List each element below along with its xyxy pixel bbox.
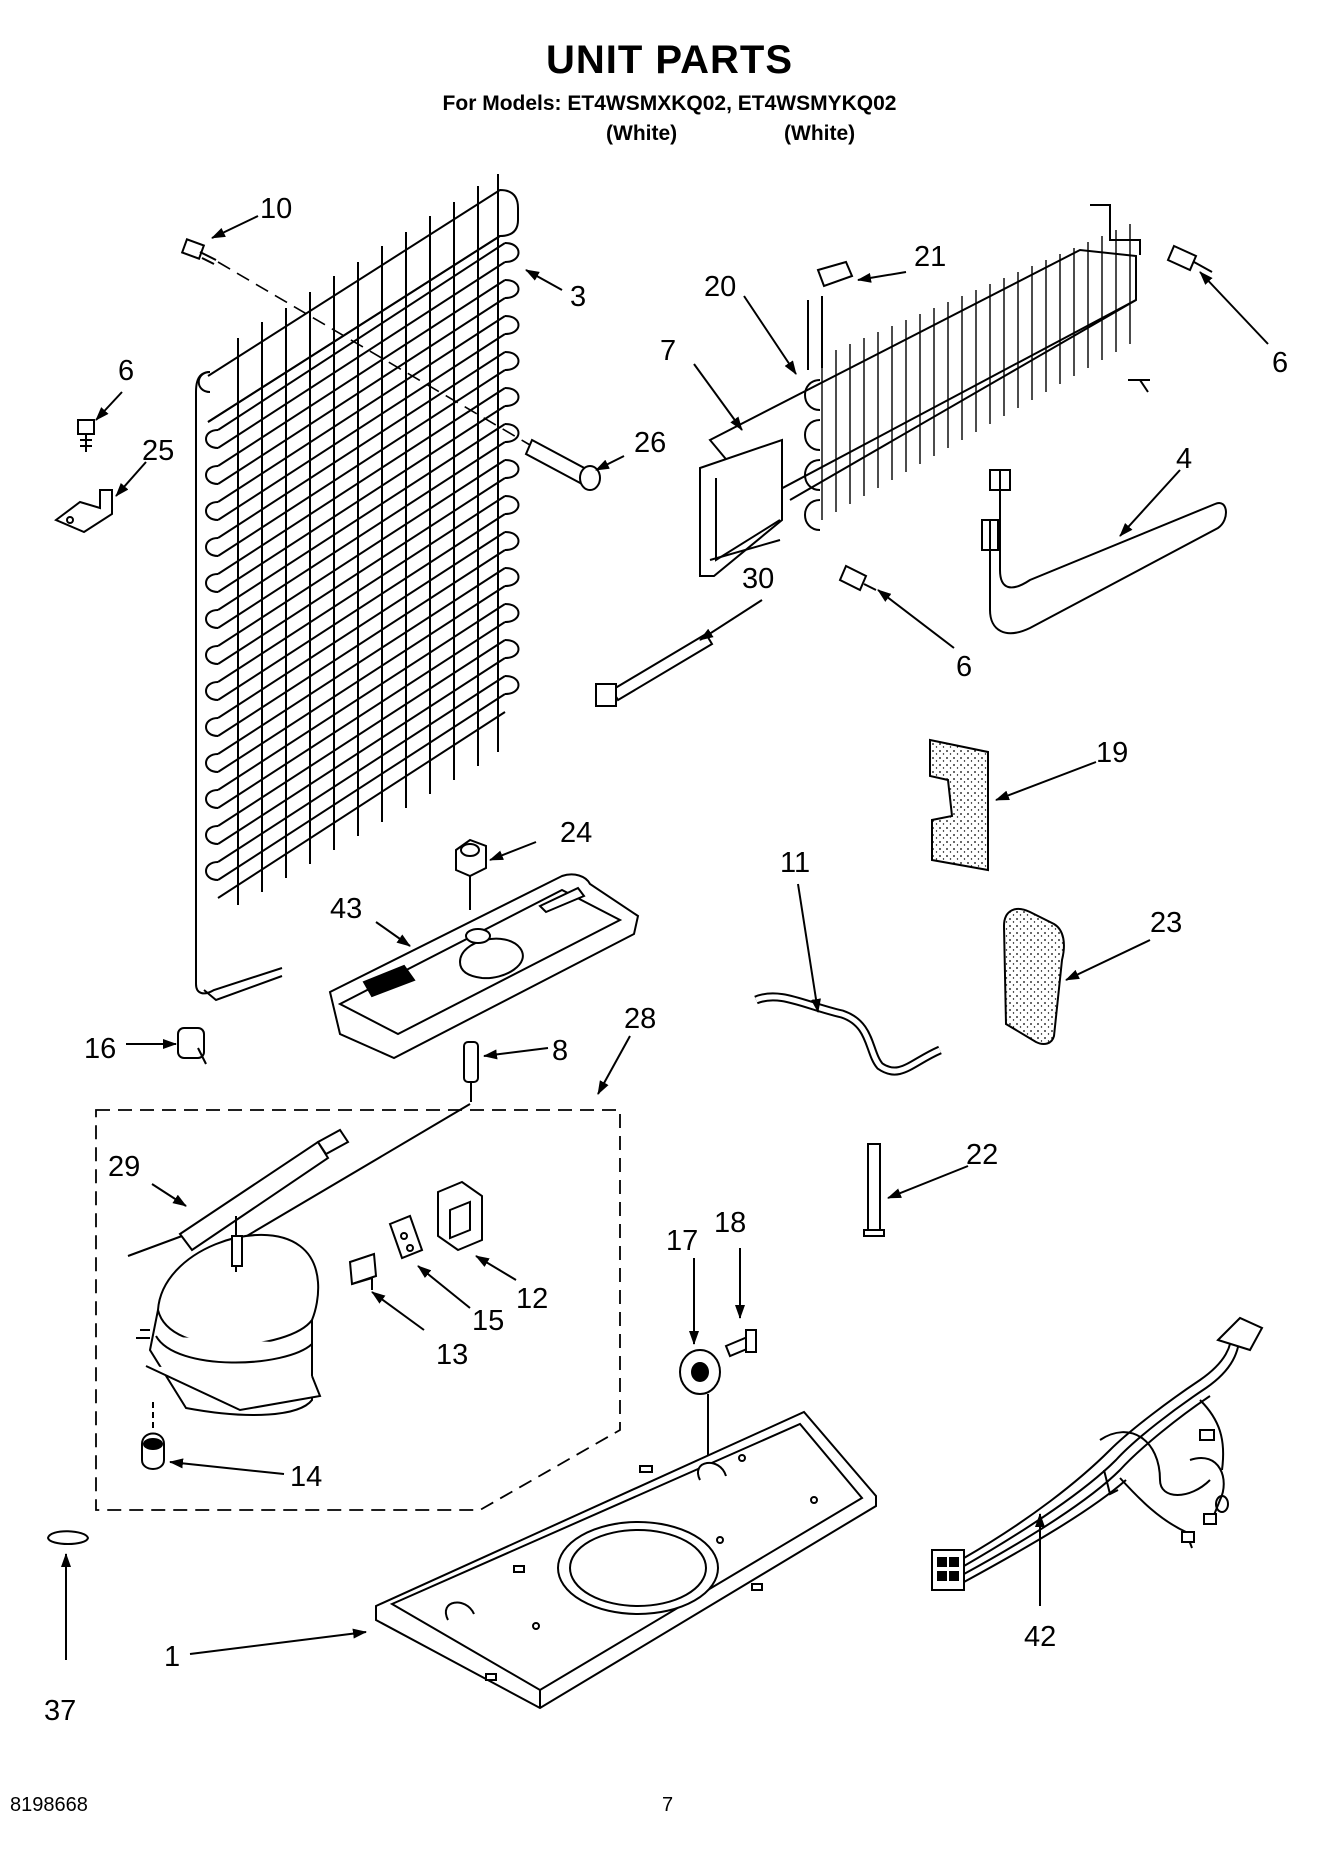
compressor-kit-28-boundary: [95, 1109, 621, 1511]
callout-28: 28: [624, 1003, 656, 1035]
variant-label-1: (White): [606, 122, 678, 145]
callout-14: 14: [290, 1461, 322, 1493]
models-line: For Models: ET4WSMXKQ02, ET4WSMYKQ02: [442, 92, 897, 115]
callout-20: 20: [704, 271, 736, 303]
callout-24: 24: [560, 817, 592, 849]
callout-13: 13: [436, 1339, 468, 1371]
screw-18: [724, 1329, 757, 1358]
callout-42: 42: [1024, 1621, 1056, 1653]
insulation-block-19: [929, 738, 989, 872]
callout-6c: 6: [956, 651, 972, 683]
cable-tie-30: [595, 632, 714, 707]
callout-8: 8: [552, 1035, 568, 1067]
screw-6-left: [77, 419, 95, 452]
insulation-block-23: [1002, 907, 1065, 1045]
callout-6a: 6: [118, 355, 134, 387]
callout-16: 16: [84, 1033, 116, 1065]
plug-26: [524, 438, 601, 491]
clip-16: [177, 1027, 207, 1065]
tube-22: [863, 1143, 885, 1237]
callout-6b: 6: [1272, 347, 1288, 379]
evaporator-assembly: [699, 204, 1227, 635]
document-number: 8198668: [10, 1794, 88, 1816]
drier-29: [127, 1103, 471, 1257]
callout-30: 30: [742, 563, 774, 595]
tube-11: [754, 992, 942, 1076]
callout-labels: 10 3 6 25 26 20 21 7 6 4 30 6 19 24 43 1…: [44, 193, 1288, 1727]
callout-19: 19: [1096, 737, 1128, 769]
compressor: [136, 1216, 322, 1416]
page-title: UNIT PARTS: [545, 38, 794, 82]
drain-pan-43: [328, 873, 640, 1060]
callout-10: 10: [260, 193, 292, 225]
callout-11: 11: [780, 847, 810, 879]
clip-37: [46, 1530, 90, 1545]
grommet-14: [141, 1402, 165, 1470]
relay-cover-12: [437, 1180, 483, 1252]
callout-22: 22: [966, 1139, 998, 1171]
callout-4: 4: [1176, 443, 1192, 475]
callout-25: 25: [142, 435, 174, 467]
relay-15: [388, 1214, 424, 1260]
screw-6-right: [1166, 244, 1213, 273]
callout-7: 7: [660, 335, 676, 367]
callout-3: 3: [570, 281, 586, 313]
callout-43: 43: [330, 893, 362, 925]
page-number: 7: [662, 1794, 674, 1816]
wire-harness-42: [931, 1316, 1264, 1591]
callout-37: 37: [44, 1695, 76, 1727]
base-plate-1: [375, 1410, 877, 1710]
condenser-coil: [195, 174, 520, 1002]
callout-leaders: [61, 215, 1269, 1660]
callout-23: 23: [1150, 907, 1182, 939]
callout-18: 18: [714, 1207, 746, 1239]
clip-21: [816, 260, 854, 288]
callout-21: 21: [914, 241, 946, 273]
overload-13: [348, 1252, 378, 1290]
callout-26: 26: [634, 427, 666, 459]
assembly-dash-line: [217, 261, 531, 446]
callout-15: 15: [472, 1305, 504, 1337]
variant-label-2: (White): [784, 122, 856, 145]
callout-29: 29: [108, 1151, 140, 1183]
callout-12: 12: [516, 1283, 548, 1315]
callout-1: 1: [164, 1641, 180, 1673]
bracket-25: [54, 489, 113, 534]
tube-8: [463, 1041, 479, 1102]
screw-10: [180, 238, 217, 265]
callout-17: 17: [666, 1225, 698, 1257]
nut-24: [455, 838, 487, 910]
screw-6-middle: [838, 564, 877, 592]
